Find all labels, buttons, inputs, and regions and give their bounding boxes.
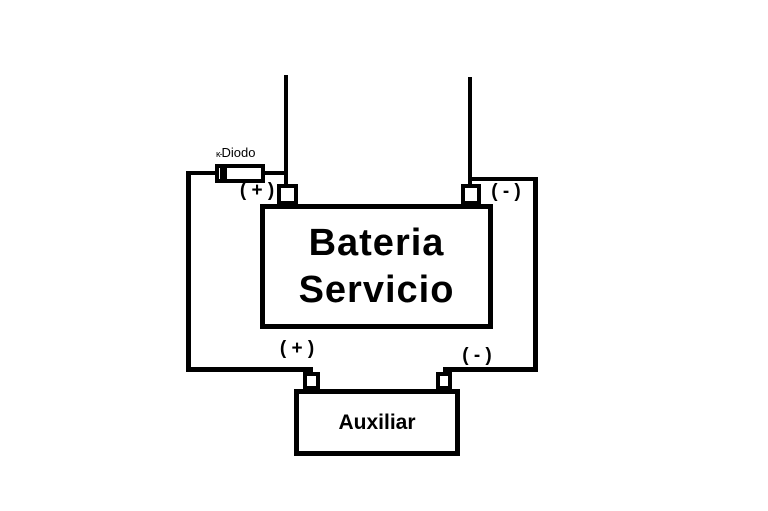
auxiliary-battery-box: Auxiliar [294, 389, 460, 456]
diode-symbol-icon: ĸ- [216, 149, 222, 159]
wire-diode-right [262, 171, 287, 175]
service-battery-box: Bateria Servicio [260, 204, 493, 329]
wire-left-outer-vertical [186, 171, 191, 372]
diode-label: ĸ-Diodo [216, 145, 255, 160]
diode-label-text: Diodo [221, 145, 256, 160]
auxiliary-battery-positive-terminal [303, 372, 320, 390]
wire-bottom-left-horizontal [186, 367, 313, 372]
wire-top-right-horizontal [470, 177, 538, 181]
service-battery-positive-label: ( + ) [239, 180, 275, 201]
wire-diode-left [186, 171, 218, 175]
wire-bottom-right-horizontal [443, 367, 538, 372]
diode-cathode-band [220, 168, 227, 179]
auxiliary-battery-positive-label: ( + ) [279, 338, 315, 359]
service-battery-name-line2: Servicio [298, 268, 455, 311]
service-battery-negative-terminal [461, 184, 481, 205]
diode-component [215, 164, 265, 183]
wire-top-right-vertical [468, 77, 472, 185]
auxiliary-battery-name: Auxiliar [338, 410, 416, 434]
wire-top-left-vertical [284, 75, 288, 185]
wire-right-outer-vertical [533, 177, 538, 372]
service-battery-name-line1: Bateria [308, 221, 445, 264]
service-battery-negative-label: ( - ) [491, 181, 521, 202]
auxiliary-battery-negative-label: ( - ) [462, 345, 492, 366]
service-battery-positive-terminal [277, 184, 298, 205]
auxiliary-battery-negative-terminal [436, 372, 452, 390]
